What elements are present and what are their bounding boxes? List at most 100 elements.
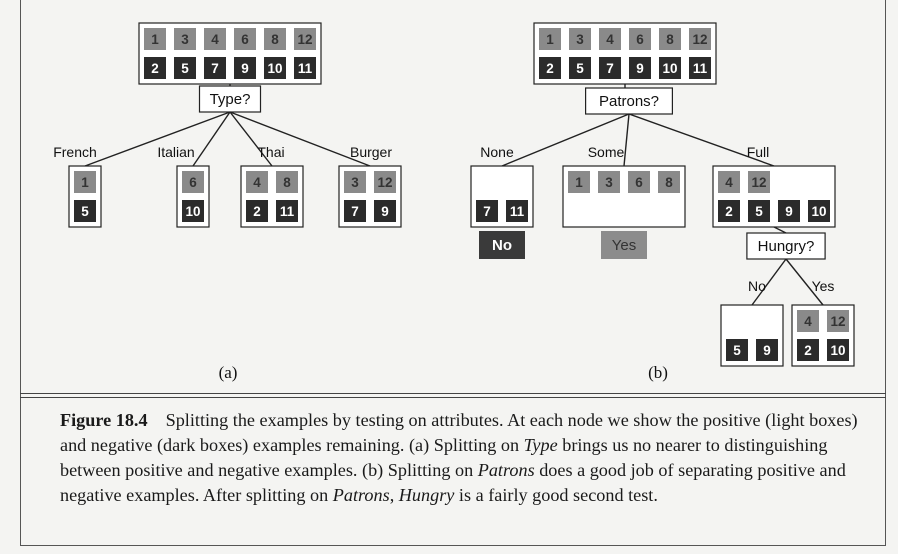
negative-example-box — [718, 200, 740, 222]
hungry-branch-label-no: No — [748, 278, 766, 294]
negative-example-box — [246, 200, 268, 222]
branch-line-thai — [229, 111, 273, 167]
test-node-patrons-label: Patrons? — [599, 93, 659, 110]
example-number: 2 — [725, 204, 733, 219]
negative-example-box — [174, 57, 196, 79]
example-number: 11 — [510, 204, 525, 219]
positive-example-box — [658, 171, 680, 193]
caption-italic-term: Type — [523, 435, 558, 455]
negative-example-box — [599, 57, 621, 79]
positive-example-box — [718, 171, 740, 193]
branch-label-none: None — [480, 144, 514, 160]
negative-example-box — [476, 200, 498, 222]
root-node-b — [533, 22, 717, 85]
negative-example-box — [689, 57, 711, 79]
negative-example-box — [797, 339, 819, 361]
panel-label-b: (b) — [648, 363, 668, 382]
negative-example-box — [506, 200, 528, 222]
example-number: 10 — [662, 61, 677, 76]
example-number: 11 — [693, 61, 708, 76]
negative-example-box — [204, 57, 226, 79]
example-number: 4 — [253, 175, 261, 190]
positive-example-box — [74, 171, 96, 193]
root-node-a — [138, 22, 322, 85]
branch-label-thai: Thai — [257, 144, 284, 160]
example-number: 3 — [576, 32, 584, 47]
positive-example-box — [568, 171, 590, 193]
example-number: 12 — [692, 32, 707, 47]
positive-example-box — [748, 171, 770, 193]
example-number: 9 — [241, 61, 249, 76]
example-number: 1 — [575, 175, 583, 190]
caption-italic-term: Hungry — [398, 485, 455, 505]
example-number: 12 — [377, 175, 392, 190]
branch-label-italian: Italian — [157, 144, 194, 160]
example-number: 2 — [253, 204, 261, 219]
negative-example-box — [778, 200, 800, 222]
example-number: 2 — [151, 61, 159, 76]
caption-text: does a good job of separating positive a… — [60, 460, 846, 505]
hungry-branch-yes — [785, 258, 824, 306]
negative-example-box — [748, 200, 770, 222]
branch-label-french: French — [53, 144, 97, 160]
positive-example-box — [344, 171, 366, 193]
example-number: 1 — [81, 175, 89, 190]
positive-example-box — [539, 28, 561, 50]
example-number: 2 — [804, 343, 812, 358]
example-number: 5 — [181, 61, 189, 76]
example-number: 4 — [804, 314, 812, 329]
figure-number: Figure 18.4 — [60, 410, 148, 430]
full-stem — [773, 226, 787, 234]
negative-example-box — [374, 200, 396, 222]
leaf-no-label: No — [492, 237, 512, 254]
positive-example-box — [629, 28, 651, 50]
positive-example-box — [599, 28, 621, 50]
negative-example-box — [808, 200, 830, 222]
positive-example-box — [246, 171, 268, 193]
example-number: 6 — [189, 175, 197, 190]
branch-label-burger: Burger — [350, 144, 392, 160]
branch-line-french — [84, 111, 231, 167]
positive-example-box — [174, 28, 196, 50]
example-number: 5 — [755, 204, 763, 219]
example-number: 9 — [763, 343, 771, 358]
branch-label-full: Full — [747, 144, 770, 160]
example-number: 4 — [725, 175, 733, 190]
example-number: 12 — [830, 314, 845, 329]
negative-example-box — [234, 57, 256, 79]
example-number: 3 — [351, 175, 359, 190]
example-number: 10 — [267, 61, 282, 76]
negative-example-box — [264, 57, 286, 79]
negative-example-box — [659, 57, 681, 79]
example-number: 3 — [181, 32, 189, 47]
negative-example-box — [827, 339, 849, 361]
example-number: 2 — [546, 61, 554, 76]
leaf-yes — [601, 231, 647, 259]
test-node-type — [198, 85, 262, 113]
branch-line-some — [623, 113, 630, 167]
example-number: 5 — [81, 204, 89, 219]
positive-example-box — [827, 310, 849, 332]
positive-example-box — [234, 28, 256, 50]
example-number: 3 — [605, 175, 613, 190]
negative-example-box — [144, 57, 166, 79]
example-number: 9 — [636, 61, 644, 76]
example-number: 9 — [381, 204, 389, 219]
hungry-branch-no — [751, 258, 787, 306]
negative-example-box — [539, 57, 561, 79]
example-number: 7 — [606, 61, 614, 76]
branch-label-some: Some — [588, 144, 625, 160]
positive-example-box — [689, 28, 711, 50]
negative-example-box — [276, 200, 298, 222]
negative-example-box — [726, 339, 748, 361]
divider-top — [20, 393, 886, 394]
positive-example-box — [144, 28, 166, 50]
leaf-no — [479, 231, 525, 259]
negative-example-box — [629, 57, 651, 79]
positive-example-box — [374, 171, 396, 193]
positive-example-box — [294, 28, 316, 50]
positive-example-box — [276, 171, 298, 193]
branch-line-burger — [229, 111, 371, 167]
positive-example-box — [797, 310, 819, 332]
example-number: 8 — [283, 175, 291, 190]
